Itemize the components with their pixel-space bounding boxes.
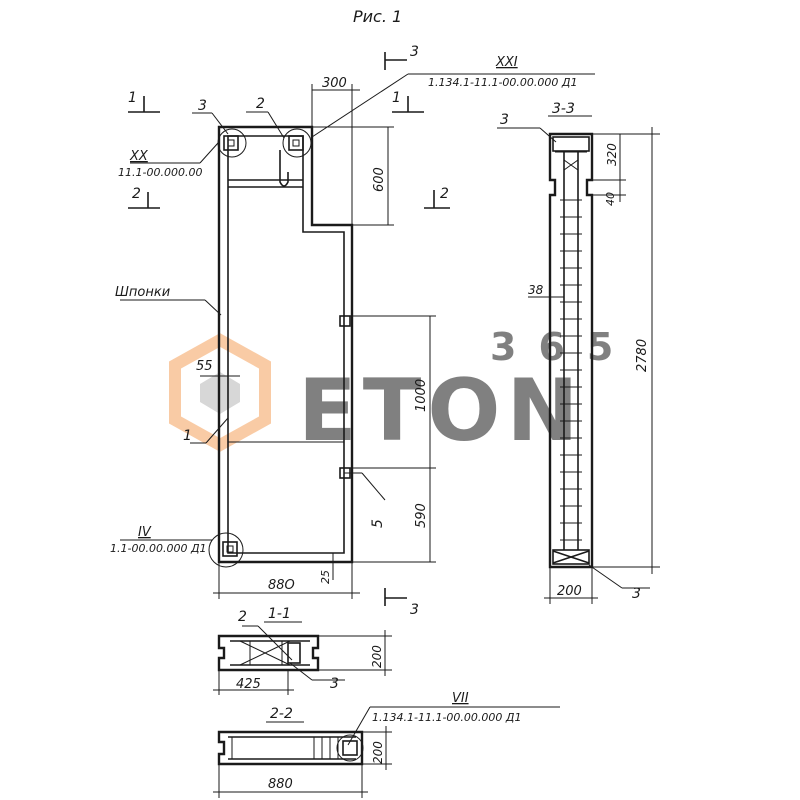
dim-600: 600 bbox=[372, 167, 387, 192]
cut2-label-right: 2 bbox=[440, 186, 449, 202]
detail-box-top-left bbox=[223, 135, 239, 151]
dim-38: 38 bbox=[528, 283, 544, 297]
cut3-label-bottom: 3 bbox=[410, 602, 419, 618]
figure-title: Рис. 1 bbox=[353, 7, 402, 26]
section-3-3-callout-3-bottom: 3 bbox=[632, 586, 641, 602]
main-dimensions: 300 600 55 1000 590 88О 25 bbox=[196, 76, 436, 599]
section-3-3-callout-3: 3 bbox=[500, 112, 509, 128]
callout-2-top: 2 bbox=[256, 96, 265, 112]
detail-box-bottom-left bbox=[222, 541, 238, 557]
rebar-hook bbox=[279, 150, 289, 187]
section-2-2: 2-2 200 880 bbox=[213, 706, 392, 798]
watermark-brand: ETON bbox=[298, 361, 585, 461]
dim-320: 320 bbox=[605, 143, 619, 166]
rebar-rungs bbox=[560, 199, 582, 541]
key-slot-upper bbox=[339, 315, 351, 327]
detail-box-bottom-left-inner bbox=[226, 545, 234, 553]
dim-55: 55 bbox=[196, 359, 213, 374]
ref-iv-code: 1.1-00.00.000 Д1 bbox=[110, 542, 207, 555]
ref-xx-code: 11.1-00.000.00 bbox=[118, 166, 202, 179]
dim-300: 300 bbox=[322, 76, 347, 91]
ref-vii-code: 1.134.1-11.1-00.00.000 Д1 bbox=[372, 711, 522, 724]
dim-200-s11: 200 bbox=[370, 645, 384, 668]
ref-xx-mark: XX bbox=[129, 149, 149, 164]
cut-markers: 1 1 2 2 3 3 bbox=[128, 44, 450, 618]
ref-iv-mark: IV bbox=[138, 525, 152, 540]
callout-5: 5 bbox=[370, 519, 386, 528]
section-3-3-title: 3-3 bbox=[552, 101, 575, 117]
dim-25: 25 bbox=[319, 570, 332, 584]
section-2-2-detail-circle bbox=[336, 734, 364, 762]
detail-box-top-right bbox=[288, 135, 304, 151]
dim-425: 425 bbox=[236, 677, 261, 692]
section-3-3-bottom-block bbox=[552, 549, 590, 565]
callout-3-top: 3 bbox=[198, 98, 207, 114]
ref-xxi-code: 1.134.1-11.1-00.00.000 Д1 bbox=[428, 76, 578, 89]
cut2-label-left: 2 bbox=[132, 186, 141, 202]
section-1-1-title: 1-1 bbox=[268, 606, 291, 622]
section-1-1-callout-3: 3 bbox=[330, 676, 339, 692]
detail-box-top-right-inner bbox=[292, 139, 300, 147]
detail-circle-top-right bbox=[282, 128, 312, 158]
detail-circle-top-left bbox=[217, 128, 247, 158]
callout-1: 1 bbox=[183, 428, 192, 444]
section-3-3-top-block bbox=[552, 136, 590, 152]
section-3-3: 3-3 3 3 38 320 40 2780 bbox=[497, 101, 660, 604]
cut3-label-top: 3 bbox=[410, 44, 419, 60]
references: XXI 1.134.1-11.1-00.00.000 Д1 XX 11.1-00… bbox=[110, 55, 595, 746]
section-1-1-detail bbox=[287, 642, 301, 664]
dim-200-s22: 200 bbox=[371, 741, 385, 764]
dim-200-section: 200 bbox=[557, 584, 582, 599]
dim-880: 88О bbox=[268, 578, 295, 593]
watermark-logo: 365 ETON bbox=[169, 325, 613, 461]
section-1-1-callout-2: 2 bbox=[238, 609, 247, 625]
ref-xxi-mark: XXI bbox=[495, 55, 518, 70]
section-2-2-detail-box bbox=[342, 740, 358, 756]
section-2-2-title: 2-2 bbox=[270, 706, 293, 722]
panel-inner-outline bbox=[227, 135, 345, 554]
section-1-1: 1-1 2 3 200 425 bbox=[213, 606, 392, 695]
dim-590: 590 bbox=[414, 503, 429, 528]
detail-box-top-left-inner bbox=[227, 139, 235, 147]
dim-40: 40 bbox=[604, 192, 617, 206]
callout-keys: Шпонки bbox=[115, 285, 170, 300]
dim-880-s22: 880 bbox=[268, 777, 293, 792]
ref-vii-mark: VII bbox=[452, 691, 469, 706]
dim-2780: 2780 bbox=[635, 339, 650, 372]
detail-circle-bottom-left bbox=[208, 532, 244, 568]
cut1-label-right: 1 bbox=[392, 90, 401, 106]
cut1-label-left: 1 bbox=[128, 90, 137, 106]
dim-1000: 1000 bbox=[414, 379, 429, 412]
